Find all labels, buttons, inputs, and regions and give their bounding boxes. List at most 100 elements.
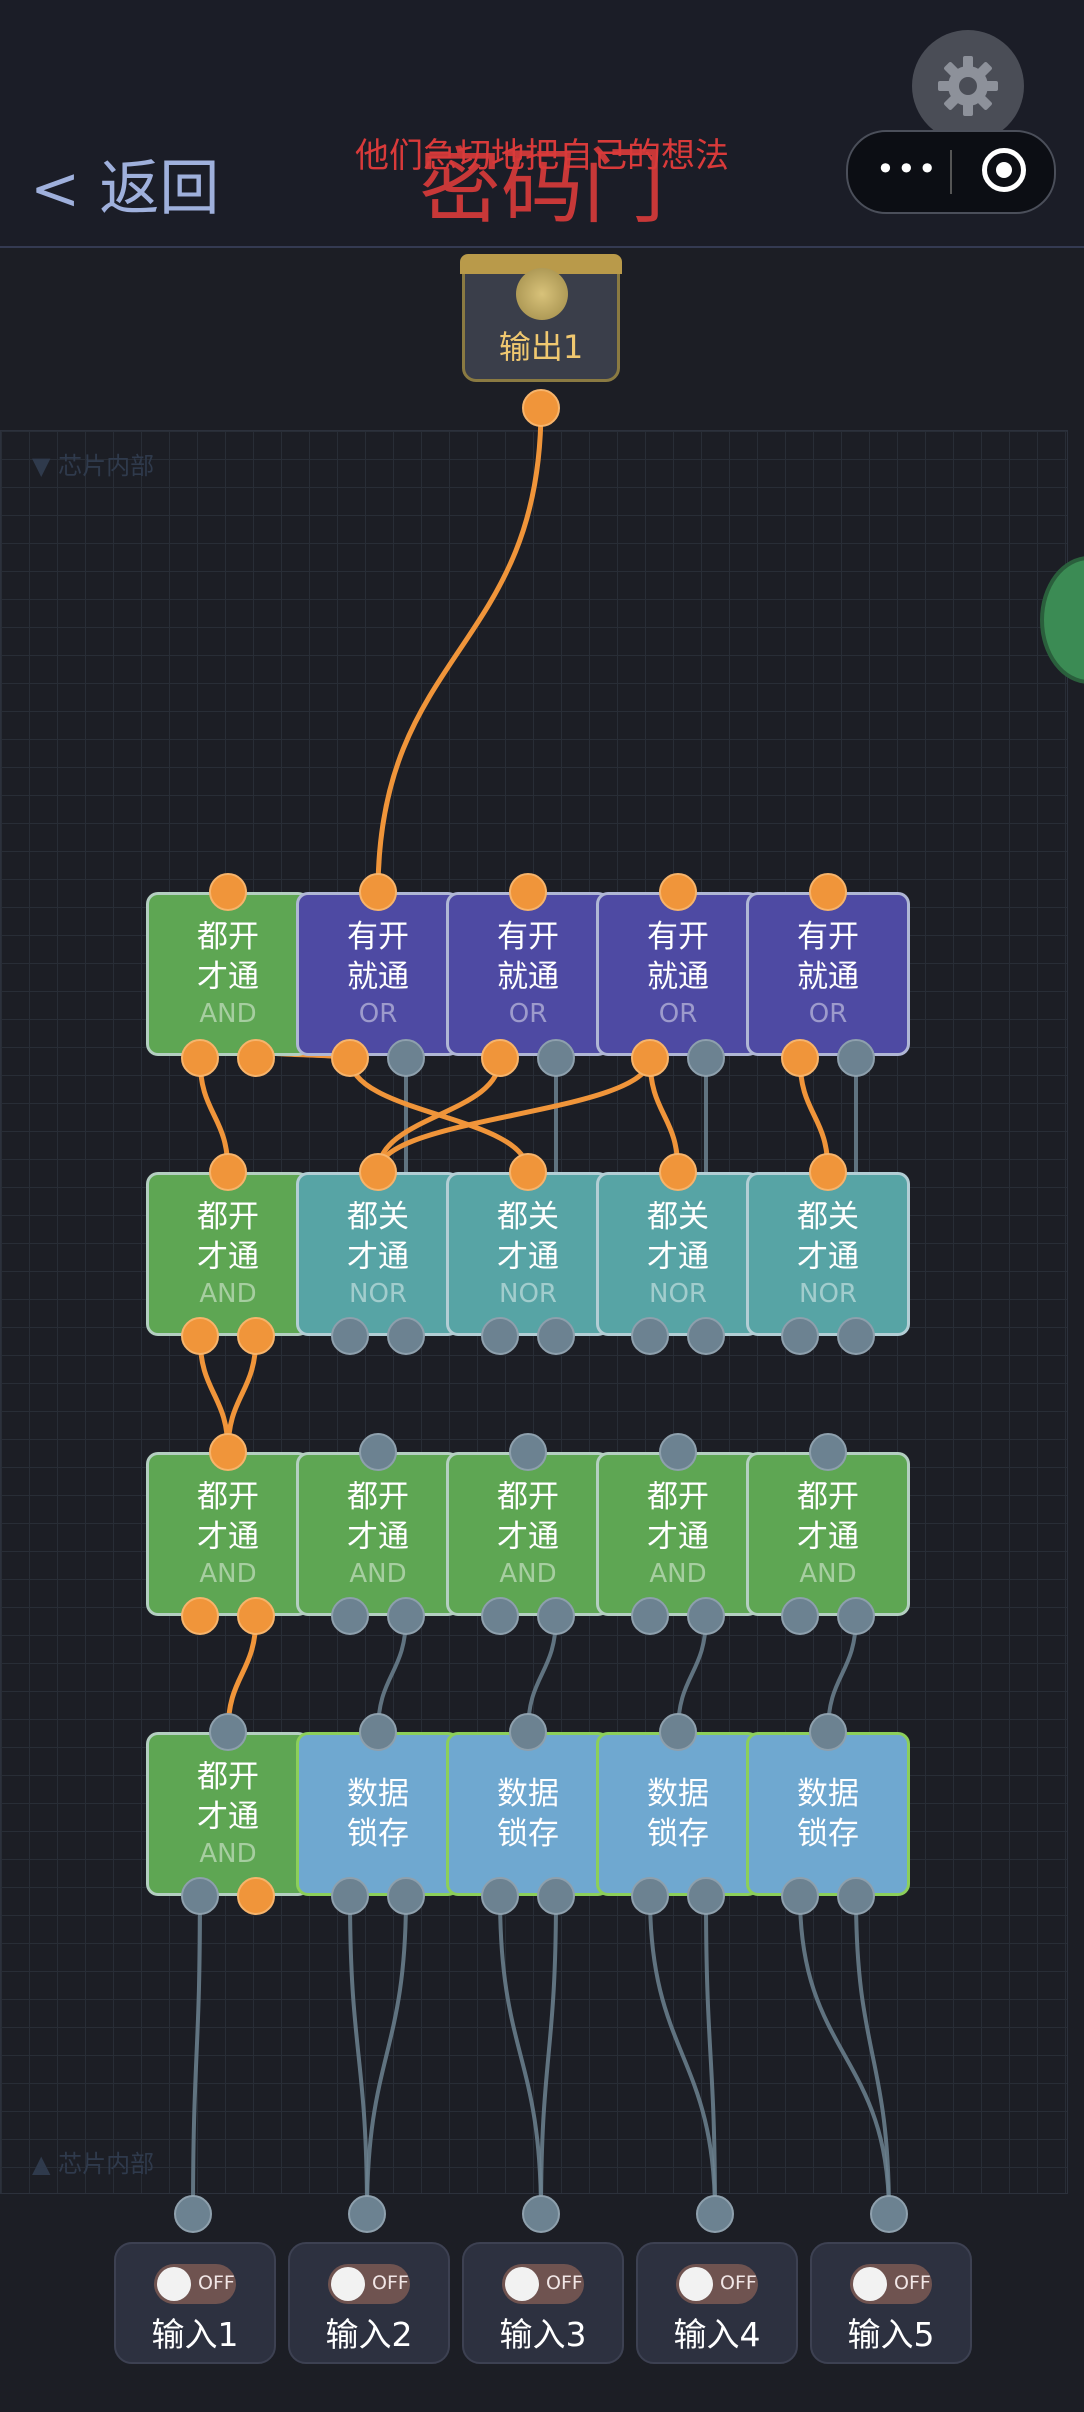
gate-output-port[interactable]: [687, 1597, 725, 1635]
gate-output-port[interactable]: [837, 1877, 875, 1915]
gate-output-port[interactable]: [687, 1317, 725, 1355]
gate-input-port[interactable]: [509, 873, 547, 911]
input-port[interactable]: [348, 2195, 386, 2233]
gate-output-port[interactable]: [687, 1877, 725, 1915]
close-mini-program-icon[interactable]: [982, 148, 1026, 192]
gate-output-port[interactable]: [631, 1039, 669, 1077]
input-port[interactable]: [870, 2195, 908, 2233]
gate-output-port[interactable]: [237, 1877, 275, 1915]
gate-output-port[interactable]: [237, 1597, 275, 1635]
toggle-switch[interactable]: OFF: [502, 2264, 584, 2304]
gate-output-port[interactable]: [331, 1039, 369, 1077]
input-port[interactable]: [174, 2195, 212, 2233]
gate-output-port[interactable]: [181, 1317, 219, 1355]
gate-output-port[interactable]: [537, 1317, 575, 1355]
gate-output-port[interactable]: [331, 1597, 369, 1635]
gate-output-port[interactable]: [181, 1877, 219, 1915]
gate-output-port[interactable]: [537, 1597, 575, 1635]
gate-input-port[interactable]: [809, 1153, 847, 1191]
more-button[interactable]: •••: [876, 150, 939, 188]
gate-output-port[interactable]: [837, 1597, 875, 1635]
gate-input-port[interactable]: [659, 1153, 697, 1191]
gate-output-port[interactable]: [481, 1317, 519, 1355]
gate-input-port[interactable]: [809, 1433, 847, 1471]
input-label: 输入5: [847, 2315, 935, 2354]
gate-name-line: 都开: [197, 1479, 259, 1515]
toggle-switch[interactable]: OFF: [154, 2264, 236, 2304]
settings-button[interactable]: [912, 30, 1024, 142]
toggle-switch[interactable]: OFF: [676, 2264, 758, 2304]
gate-output-port[interactable]: [631, 1597, 669, 1635]
gate-input-port[interactable]: [359, 1713, 397, 1751]
gate-input-port[interactable]: [359, 1153, 397, 1191]
gate-output-port[interactable]: [781, 1317, 819, 1355]
toggle-switch[interactable]: OFF: [328, 2264, 410, 2304]
gate-output-port[interactable]: [481, 1039, 519, 1077]
gate-output-port[interactable]: [687, 1039, 725, 1077]
back-button[interactable]: < 返回: [30, 154, 220, 224]
gate-output-port[interactable]: [331, 1317, 369, 1355]
toggle-switch[interactable]: OFF: [850, 2264, 932, 2304]
gate-output-port[interactable]: [237, 1317, 275, 1355]
gate-output-port[interactable]: [387, 1877, 425, 1915]
gate-input-port[interactable]: [809, 1713, 847, 1751]
gate-input-port[interactable]: [809, 873, 847, 911]
wire-input: [348, 1895, 369, 2215]
gate-output-port[interactable]: [631, 1317, 669, 1355]
gate-output-port[interactable]: [537, 1039, 575, 1077]
input-port[interactable]: [696, 2195, 734, 2233]
output-port[interactable]: [522, 389, 560, 427]
gate-input-port[interactable]: [359, 1433, 397, 1471]
gate-output-port[interactable]: [781, 1039, 819, 1077]
gate-output-port[interactable]: [631, 1877, 669, 1915]
gate-r4-c2[interactable]: 数据锁存: [296, 1732, 460, 1896]
gate-input-port[interactable]: [659, 873, 697, 911]
gate-output-port[interactable]: [237, 1039, 275, 1077]
gate-input-port[interactable]: [209, 1713, 247, 1751]
mini-program-capsule: •••: [846, 130, 1056, 214]
gate-input-port[interactable]: [359, 873, 397, 911]
gate-output-port[interactable]: [537, 1877, 575, 1915]
gate-r4-c5[interactable]: 数据锁存: [746, 1732, 910, 1896]
gate-output-port[interactable]: [481, 1877, 519, 1915]
gate-r4-c4[interactable]: 数据锁存: [596, 1732, 760, 1896]
gate-output-port[interactable]: [387, 1039, 425, 1077]
gate-output-port[interactable]: [481, 1597, 519, 1635]
gate-input-port[interactable]: [209, 873, 247, 911]
gate-output-port[interactable]: [331, 1877, 369, 1915]
input-switch-5[interactable]: OFF 输入5: [810, 2242, 972, 2364]
gate-input-port[interactable]: [509, 1713, 547, 1751]
gate-input-port[interactable]: [509, 1153, 547, 1191]
gate-output-port[interactable]: [837, 1039, 875, 1077]
gate-output-port[interactable]: [387, 1597, 425, 1635]
gate-input-port[interactable]: [209, 1433, 247, 1471]
gate-input-port[interactable]: [509, 1433, 547, 1471]
gate-input-port[interactable]: [659, 1433, 697, 1471]
gate-output-port[interactable]: [181, 1597, 219, 1635]
gate-output-port[interactable]: [781, 1597, 819, 1635]
gate-output-port[interactable]: [837, 1317, 875, 1355]
gate-input-port[interactable]: [209, 1153, 247, 1191]
gate-input-port[interactable]: [659, 1713, 697, 1751]
gate-output-port[interactable]: [181, 1039, 219, 1077]
gate-output-port[interactable]: [781, 1877, 819, 1915]
input-port[interactable]: [522, 2195, 560, 2233]
gate-type-label: AND: [649, 1559, 707, 1589]
gate-output-port[interactable]: [387, 1317, 425, 1355]
